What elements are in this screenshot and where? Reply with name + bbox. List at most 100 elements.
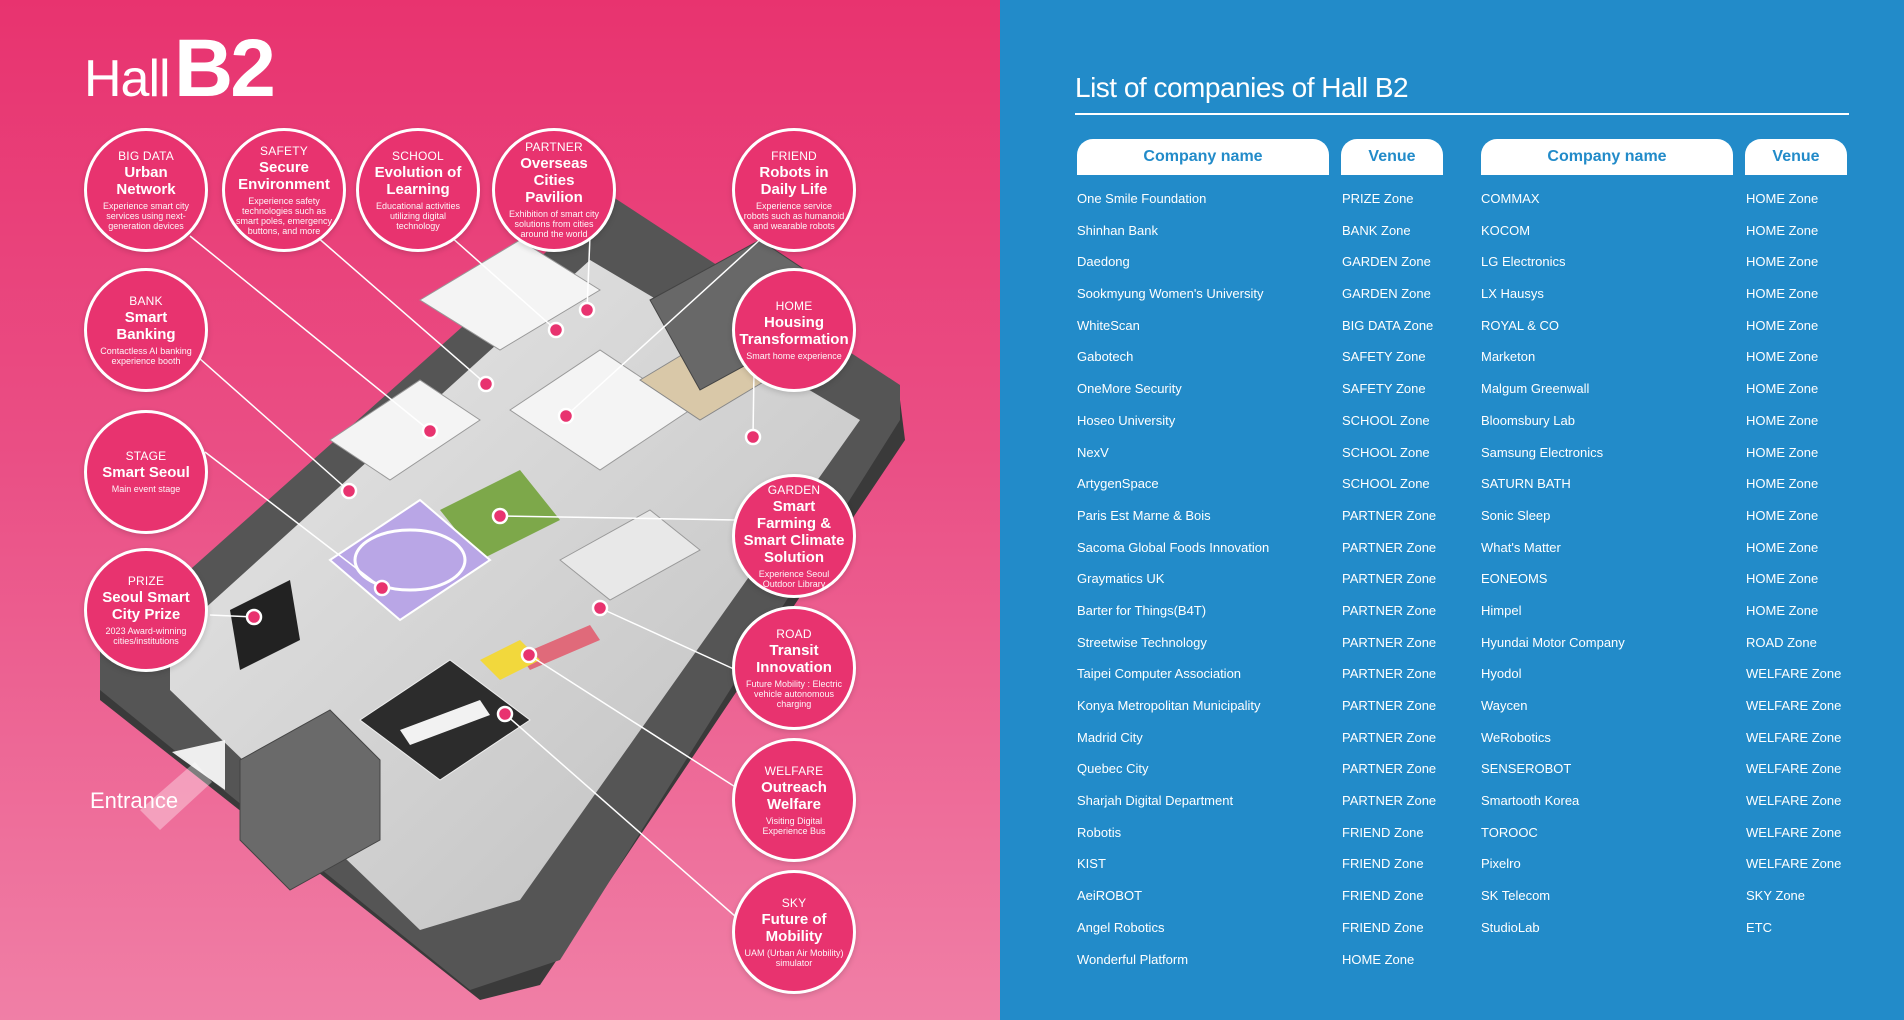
company-name-item: NexV <box>1077 444 1109 460</box>
company-name-item: Barter for Things(B4T) <box>1077 602 1207 618</box>
zone-description: Future Mobility : Electric vehicle auton… <box>745 678 843 709</box>
zone-title: Housing Transformation <box>739 313 849 348</box>
booth-block <box>419 239 601 351</box>
zone-description: Exhibition of smart city solutions from … <box>508 209 600 239</box>
company-name-item: StudioLab <box>1481 919 1540 935</box>
company-name-item: Waycen <box>1481 698 1528 713</box>
zone-title: Future of Mobility <box>761 910 827 945</box>
venue-item: PARTNER Zone <box>1342 571 1437 587</box>
venue-item: HOME Zone <box>1746 286 1819 302</box>
company-name-item: Paris Est Marne & Bois <box>1077 507 1211 523</box>
zone-circle-road: ROAD Transit Innovation Future Mobility … <box>732 606 856 730</box>
company-name-item: Daedong <box>1077 254 1130 270</box>
zone-description: Experience Seoul Outdoor Library <box>758 568 830 589</box>
venue-item: SCHOOL Zone <box>1342 476 1430 492</box>
company-name-item: Samsung Electronics <box>1481 444 1604 460</box>
zone-circle-home: HOME Housing Transformation Smart home e… <box>732 268 856 392</box>
venue-item: HOME Zone <box>1746 317 1819 333</box>
company-name-item: LX Hausys <box>1481 286 1544 302</box>
hall-title-prefix: Hall <box>84 50 171 108</box>
company-name-item: ArtygenSpace <box>1077 476 1159 492</box>
floor-map-panel: Hall B2 <box>0 0 1000 1020</box>
zone-circle-garden: GARDEN Smart Farming & Smart Climate Sol… <box>732 474 856 598</box>
venue-item: FRIEND Zone <box>1342 888 1424 904</box>
venue-item: WELFARE Zone <box>1746 824 1842 840</box>
marker-road <box>591 599 609 617</box>
company-name-header: Company name <box>1481 139 1733 175</box>
venue-item: HOME Zone <box>1746 507 1819 523</box>
company-name-item: Smartooth Korea <box>1481 793 1580 809</box>
venue-item: PARTNER Zone <box>1342 761 1437 777</box>
company-name-item: Madrid City <box>1077 729 1143 745</box>
zone-category: WELFARE <box>764 763 824 778</box>
zone-title: Smart Farming & Smart Climate Solution <box>743 497 845 566</box>
venue-item: WELFARE Zone <box>1746 666 1842 682</box>
hall-title-main: B2 <box>174 23 276 114</box>
company-name-item: Pixelro <box>1481 856 1521 872</box>
company-name-item: Wonderful Platform <box>1077 951 1189 967</box>
zone-description: 2023 Award-winning cities/institutions <box>105 625 187 646</box>
entrance-label: Entrance <box>90 788 179 813</box>
venue-item: WELFARE Zone <box>1746 761 1842 777</box>
zone-category: PARTNER <box>525 140 583 154</box>
venue-item: HOME Zone <box>1746 191 1819 206</box>
venue-item: SKY Zone <box>1746 888 1806 904</box>
company-name-item: AeiROBOT <box>1077 888 1143 904</box>
venue-item: WELFARE Zone <box>1746 729 1842 745</box>
booth-block <box>329 379 481 481</box>
company-name-item: Bloomsbury Lab <box>1481 412 1575 428</box>
venue-item: HOME Zone <box>1746 222 1819 238</box>
company-name-item: Streetwise Technology <box>1077 634 1207 650</box>
venue-item: HOME Zone <box>1746 412 1819 428</box>
zone-description: Contactless AI banking experience booth <box>100 345 192 366</box>
venue-item: ETC <box>1746 919 1772 935</box>
zone-category: STAGE <box>125 449 167 463</box>
marker-sky <box>496 705 514 723</box>
zone-title: Overseas Cities Pavilion <box>520 155 588 206</box>
venue-item: SAFETY Zone <box>1342 381 1426 397</box>
marker-safety <box>477 375 495 393</box>
zone-title: Outreach Welfare <box>761 778 827 813</box>
venue-item: SCHOOL Zone <box>1342 412 1430 428</box>
venue-header: Venue <box>1341 139 1443 175</box>
zone-description: Educational activities utilizing digital… <box>375 200 461 231</box>
venue-item: GARDEN Zone <box>1342 254 1431 270</box>
zone-circle-stage: STAGE Smart Seoul Main event stage <box>84 410 208 534</box>
zone-circle-big-data: BIG DATA Urban Network Experience smart … <box>84 128 208 252</box>
venue-item: PARTNER Zone <box>1342 539 1437 555</box>
zone-category: SKY <box>781 895 807 910</box>
entrance-arrow <box>172 740 225 790</box>
venue-item: PARTNER Zone <box>1342 507 1437 523</box>
zone-circle-welfare: WELFARE Outreach Welfare Visiting Digita… <box>732 738 856 862</box>
company-name-item: Hyundai Motor Company <box>1481 634 1625 650</box>
zone-description: UAM (Urban Air Mobility) simulator <box>744 947 844 968</box>
company-name-item: Sacoma Global Foods Innovation <box>1077 539 1270 555</box>
venue-item: FRIEND Zone <box>1342 824 1424 840</box>
venue-item: PARTNER Zone <box>1342 602 1437 618</box>
zone-description: Experience safety technologies such as s… <box>235 195 333 236</box>
venue-item: WELFARE Zone <box>1746 698 1842 713</box>
company-name-item: Quebec City <box>1077 761 1149 777</box>
connector-lines <box>189 235 765 925</box>
marker-prize <box>245 608 263 626</box>
company-list-title: List of companies of Hall B2 <box>1075 72 1409 103</box>
zone-circle-safety: SAFETY Secure Environment Experience saf… <box>222 128 346 252</box>
venue-item: HOME Zone <box>1746 571 1819 587</box>
company-name-item: Gabotech <box>1077 349 1134 365</box>
company-name-item: One Smile Foundation <box>1077 191 1207 206</box>
zone-markers <box>245 301 762 723</box>
company-name-item: OneMore Security <box>1077 381 1182 397</box>
venue-item: PARTNER Zone <box>1342 634 1437 650</box>
marker-home <box>744 428 762 446</box>
company-name-item: What's Matter <box>1481 539 1561 555</box>
venue-item: HOME Zone <box>1746 254 1819 270</box>
zone-description: Experience smart city services using nex… <box>102 200 190 231</box>
bus-model <box>520 625 600 670</box>
zone-description: Experience service robots such as humano… <box>743 200 845 231</box>
company-name-item: ROYAL & CO <box>1481 317 1560 333</box>
zone-title: Urban Network <box>116 163 176 198</box>
marker-school <box>547 321 565 339</box>
zone-category: SCHOOL <box>392 148 444 163</box>
